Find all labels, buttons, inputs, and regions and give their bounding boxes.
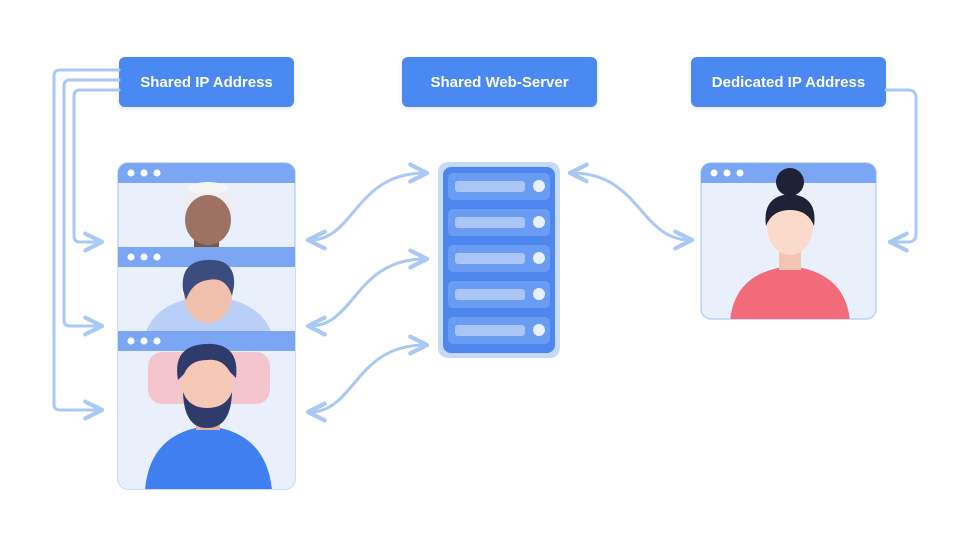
person-avatar-icon xyxy=(145,259,272,332)
browser-window-icon xyxy=(118,247,295,332)
dedicated-ip-label: Dedicated IP Address xyxy=(691,57,886,107)
server-icon xyxy=(438,162,560,358)
shared-ip-arrow-1 xyxy=(72,88,121,253)
shared-ip-arrows xyxy=(52,68,121,421)
person-avatar-icon xyxy=(730,168,850,319)
connection-arrow-2 xyxy=(305,248,430,337)
browser-window-icon xyxy=(118,163,295,248)
shared-ip-label: Shared IP Address xyxy=(119,57,294,107)
connection-arrow-1 xyxy=(305,162,430,251)
browser-window-icon xyxy=(118,331,295,489)
server-slots xyxy=(448,173,550,344)
connection-arrow-4 xyxy=(567,162,695,251)
shared-ip-arrow-2 xyxy=(62,78,121,337)
person-avatar-icon xyxy=(145,343,272,489)
connection-arrow-3 xyxy=(305,334,430,423)
server-connection-arrows xyxy=(305,162,695,423)
person-avatar-icon xyxy=(182,182,234,248)
dedicated-ip-arrow xyxy=(884,88,918,253)
shared-web-server-label: Shared Web-Server xyxy=(402,57,597,107)
dedicated-user-window xyxy=(700,162,877,320)
shared-ip-arrow-3 xyxy=(52,68,121,421)
shared-users-window-stack xyxy=(117,162,296,490)
